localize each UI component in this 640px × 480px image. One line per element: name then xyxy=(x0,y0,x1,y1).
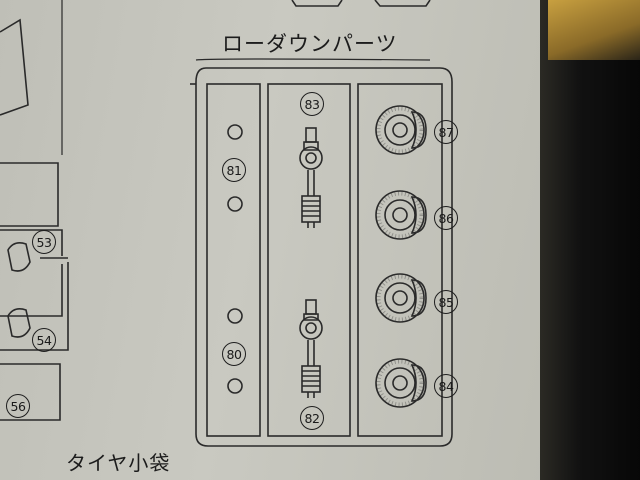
sprue-cell-left xyxy=(206,83,261,437)
pin-80-top xyxy=(227,308,243,324)
brake-disc-87 xyxy=(375,105,427,155)
part-number-80: 80 xyxy=(222,342,246,366)
part-number-54: 54 xyxy=(32,328,56,352)
part-number-84: 84 xyxy=(434,374,458,398)
part-53-shape xyxy=(7,242,31,272)
disc-stipple xyxy=(375,105,425,408)
neighbor-frame-d xyxy=(0,363,61,421)
neighbor-frame-c xyxy=(0,257,69,351)
sprue-cell-middle xyxy=(267,83,351,437)
part-number-83: 83 xyxy=(300,92,324,116)
brake-disc-86 xyxy=(375,190,427,240)
pin-80-bottom xyxy=(227,378,243,394)
section-title: ローダウンパーツ xyxy=(222,32,398,56)
section-subtitle: タイヤ小袋 xyxy=(66,451,171,475)
neighbor-frame-a xyxy=(0,162,59,227)
background-object xyxy=(548,0,640,60)
instruction-sheet xyxy=(0,0,552,480)
sprue-cell-right xyxy=(357,83,443,437)
part-number-85: 85 xyxy=(434,290,458,314)
top-box-left xyxy=(291,0,343,7)
part-number-87: 87 xyxy=(434,120,458,144)
shock-82 xyxy=(299,299,323,398)
brake-disc-85 xyxy=(375,273,427,323)
shock-83 xyxy=(299,127,323,228)
neighbor-edge xyxy=(0,18,29,116)
neighbor-frame-b xyxy=(0,229,63,317)
part-number-56: 56 xyxy=(6,394,30,418)
part-number-86: 86 xyxy=(434,206,458,230)
pin-81-top xyxy=(227,124,243,140)
sprue-top-runner xyxy=(195,58,431,61)
top-box-right xyxy=(374,0,431,7)
part-number-81: 81 xyxy=(222,158,246,182)
sprue-outer-frame xyxy=(195,67,453,447)
background-shadow xyxy=(540,0,640,480)
part-number-82: 82 xyxy=(300,406,324,430)
part-number-53: 53 xyxy=(32,230,56,254)
pin-81-bottom xyxy=(227,196,243,212)
brake-disc-84 xyxy=(375,358,427,408)
part-54-shape xyxy=(7,308,31,338)
